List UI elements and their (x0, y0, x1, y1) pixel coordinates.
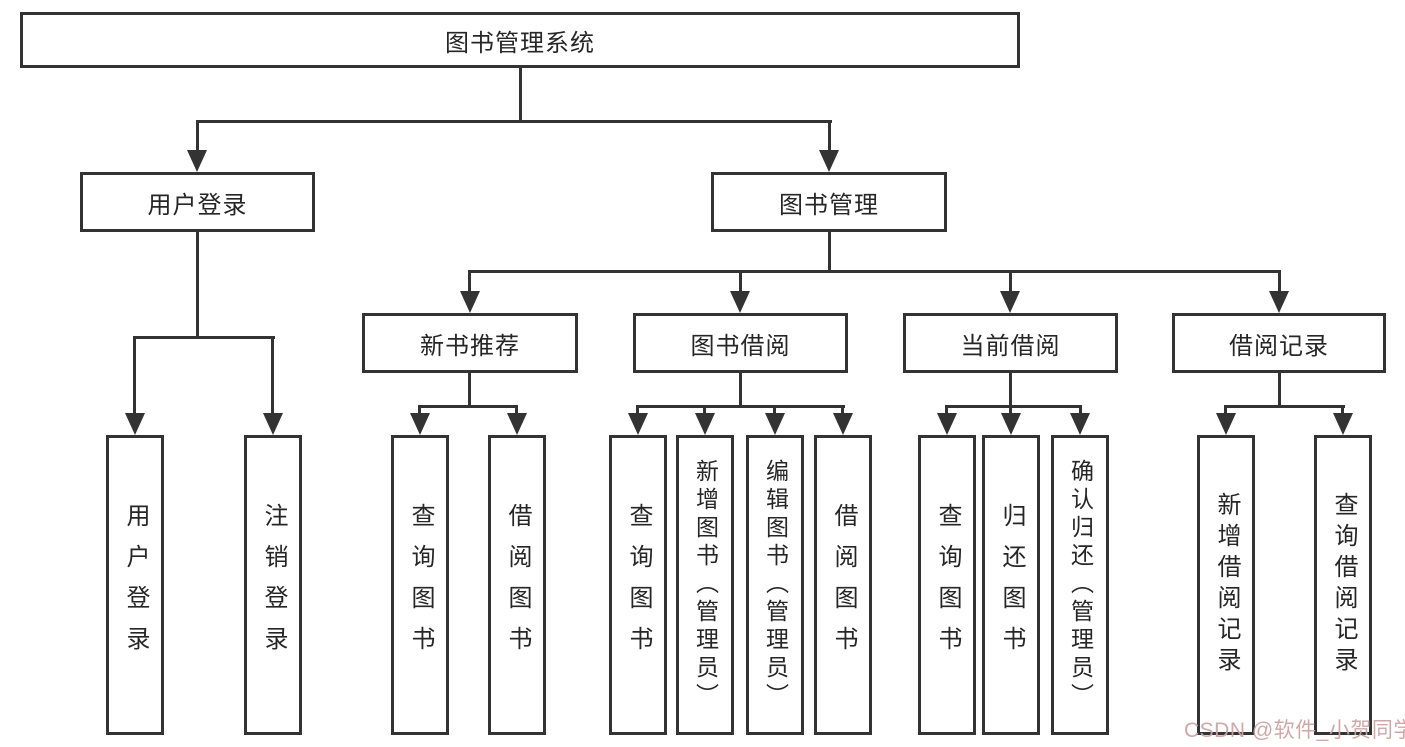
node-label: 图书借阅 (690, 332, 791, 360)
leaf-user-login: 用户登录 (106, 435, 164, 735)
arrowhead-icon (730, 291, 750, 313)
leaf-label: 编辑图书（管理员） (762, 459, 789, 711)
node-label: 图书管理系统 (445, 29, 595, 57)
connector-rail (133, 336, 275, 339)
connector-drop (703, 405, 706, 414)
connector-stem (1009, 373, 1012, 405)
csdn-watermark: CSDN @软件_小贺同学 (1184, 719, 1405, 742)
arrowhead-icon (507, 413, 527, 435)
node-borrow-records: 借阅记录 (1172, 313, 1386, 373)
connector-drop (1009, 405, 1012, 414)
arrowhead-icon (187, 150, 207, 172)
node-new-book-recommend: 新书推荐 (362, 313, 578, 373)
leaf-label: 查询图书 (407, 503, 434, 667)
connector-root-stem (519, 68, 522, 120)
connector-rail (418, 405, 518, 408)
leaf-label: 确认归还（管理员） (1067, 459, 1094, 711)
node-book-management: 图书管理 (711, 172, 947, 232)
arrowhead-icon (1216, 413, 1236, 435)
connector-stem (468, 373, 471, 405)
arrowhead-icon (1333, 413, 1353, 435)
connector-drop (271, 336, 274, 414)
connector-rail (945, 405, 1082, 408)
node-user-login: 用户登录 (80, 172, 315, 232)
leaf-label: 新增借阅记录 (1213, 492, 1240, 678)
connector-drop (515, 405, 518, 414)
arrowhead-icon (460, 291, 480, 313)
connector-stem (828, 232, 831, 270)
connector-drop (418, 405, 421, 414)
leaf-borrow-books: 借阅图书 (814, 435, 872, 735)
leaf-query-books-recommend: 查询图书 (391, 435, 449, 735)
connector-drop (133, 336, 136, 414)
connector-stem (739, 373, 742, 405)
leaf-borrow-books-recommend: 借阅图书 (488, 435, 546, 735)
arrowhead-icon (833, 413, 853, 435)
connector-drop (1079, 405, 1082, 414)
arrowhead-icon (765, 413, 785, 435)
leaf-add-book-admin: 新增图书（管理员） (676, 435, 734, 735)
arrowhead-icon (1269, 291, 1289, 313)
node-label: 当前借阅 (960, 332, 1061, 360)
arrowhead-icon (263, 413, 283, 435)
node-book-borrow: 图书借阅 (633, 313, 848, 373)
leaf-query-borrow-record: 查询借阅记录 (1314, 435, 1372, 735)
leaf-label: 归还图书 (998, 503, 1025, 667)
leaf-query-books-borrow: 查询图书 (609, 435, 667, 735)
arrowhead-icon (628, 413, 648, 435)
connector-root-rail (196, 120, 832, 123)
connector-drop (945, 405, 948, 414)
leaf-label: 注销登录 (260, 503, 287, 667)
connector-drop (636, 405, 639, 414)
connector-rail (1224, 405, 1345, 408)
arrowhead-icon (695, 413, 715, 435)
connector-drop (468, 270, 471, 292)
connector-rail (636, 405, 845, 408)
leaf-label: 借阅图书 (830, 503, 857, 667)
leaf-query-books-current: 查询图书 (918, 435, 976, 735)
arrowhead-icon (410, 413, 430, 435)
connector-drop (828, 120, 831, 151)
node-library-management-system: 图书管理系统 (20, 12, 1020, 68)
arrowhead-icon (819, 150, 839, 172)
node-label: 图书管理 (779, 191, 879, 219)
leaf-label: 查询图书 (625, 503, 652, 667)
leaf-confirm-return-admin: 确认归还（管理员） (1051, 435, 1109, 735)
leaf-label: 查询借阅记录 (1330, 492, 1357, 678)
node-label: 新书推荐 (420, 332, 520, 360)
leaf-label: 用户登录 (122, 503, 149, 667)
connector-drop (739, 270, 742, 292)
arrowhead-icon (125, 413, 145, 435)
arrowhead-icon (937, 413, 957, 435)
arrowhead-icon (1070, 413, 1090, 435)
leaf-label: 借阅图书 (504, 503, 531, 667)
leaf-logout-login: 注销登录 (244, 435, 302, 735)
node-label: 用户登录 (147, 191, 248, 219)
connector-drop (841, 405, 844, 414)
connector-drop (1009, 270, 1012, 292)
leaf-label: 新增图书（管理员） (692, 459, 719, 711)
connector-drop (196, 120, 199, 151)
node-current-borrow: 当前借阅 (903, 313, 1118, 373)
connector-drop (1341, 405, 1344, 414)
connector-drop (1278, 270, 1281, 292)
connector-stem (1278, 373, 1281, 405)
arrowhead-icon (1001, 413, 1021, 435)
leaf-return-books: 归还图书 (982, 435, 1040, 735)
node-label: 借阅记录 (1229, 332, 1329, 360)
leaf-add-borrow-record: 新增借阅记录 (1197, 435, 1255, 735)
arrowhead-icon (1000, 291, 1020, 313)
connector-rail (468, 270, 1281, 273)
leaf-edit-book-admin: 编辑图书（管理员） (746, 435, 804, 735)
connector-stem (196, 232, 199, 336)
leaf-label: 查询图书 (934, 503, 961, 667)
connector-drop (1224, 405, 1227, 414)
connector-drop (773, 405, 776, 414)
